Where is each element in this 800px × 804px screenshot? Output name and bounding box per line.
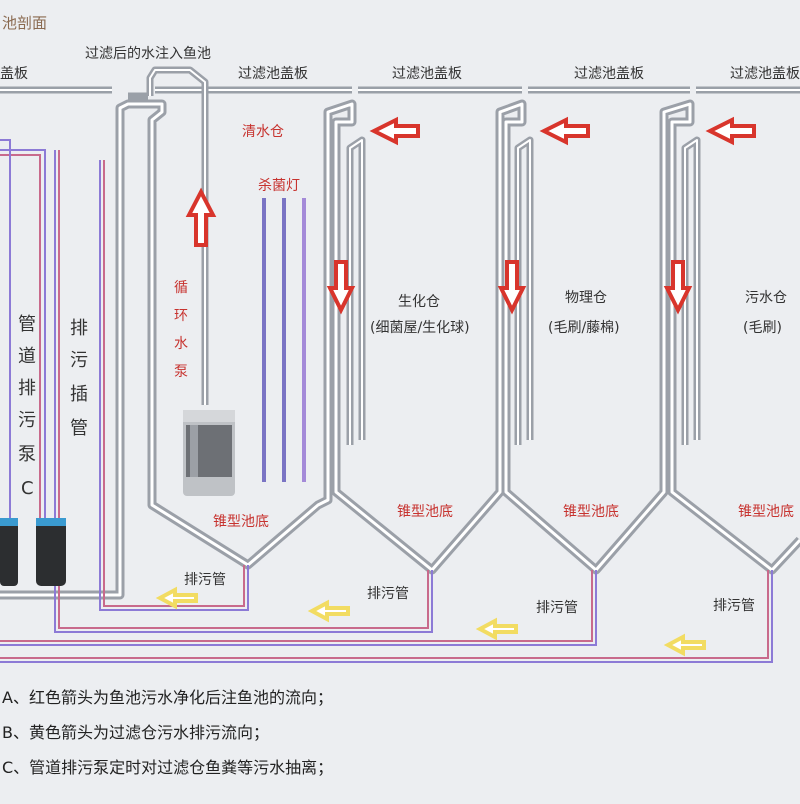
legend-item-a: A、红色箭头为鱼池污水净化后注鱼池的流向； — [2, 688, 333, 707]
legend-item-c: C、管道排污泵定时对过滤仓鱼粪等污水抽离； — [2, 758, 333, 777]
drain-pipe-char: 排 — [70, 318, 88, 339]
red-arrow-down-1 — [326, 260, 356, 315]
pump-char: 循 — [174, 280, 188, 296]
inflow-note: 过滤后的水注入鱼池 — [85, 45, 211, 62]
drain-label-1: 排污管 — [184, 572, 226, 588]
pump-char: 水 — [174, 336, 188, 352]
yellow-arrows — [155, 586, 706, 657]
legend-item-b: B、黄色箭头为过滤仓污水排污流向； — [2, 723, 269, 742]
drain-pipe-char: 污 — [70, 350, 88, 371]
pump-char: 环 — [174, 308, 188, 324]
pipe-pump-char: 泵 — [18, 444, 36, 465]
diagram-title: 池剖面 — [2, 14, 47, 32]
yellow-arrow-2 — [307, 599, 350, 623]
drain-pipe-label: 排 污 插 管 — [70, 318, 88, 439]
cone-label-2: 锥型池底 — [397, 504, 453, 520]
cover-left-label: 盖板 — [0, 66, 28, 82]
drain-label-3: 排污管 — [536, 600, 578, 616]
clear-tank-label: 清水仓 — [242, 124, 284, 140]
pipe-pump-c-left — [0, 518, 18, 586]
pump-char: 泵 — [174, 364, 188, 380]
drain-pipe-char: 插 — [70, 384, 88, 405]
pipe-pump-char: 管 — [18, 314, 36, 335]
cover-label-1: 过滤池盖板 — [238, 66, 308, 82]
uv-lamps — [262, 198, 306, 482]
yellow-arrow-3 — [475, 617, 518, 641]
red-arrow-up — [185, 187, 217, 247]
drain-label-4: 排污管 — [713, 598, 755, 614]
pipe-pump-char: 污 — [18, 410, 36, 431]
waste-media-label: (毛刷) — [743, 320, 782, 336]
bio-media-label: (细菌屋/生化球) — [370, 320, 470, 336]
waste-tank-label: 污水仓 — [745, 290, 787, 306]
circulation-pump — [183, 410, 235, 496]
cone-label-1: 锥型池底 — [213, 514, 269, 530]
pipe-pump-char: 道 — [18, 346, 36, 367]
red-arrow-down-2 — [497, 260, 527, 315]
cone-label-4: 锥型池底 — [738, 504, 794, 520]
cover-label-2: 过滤池盖板 — [392, 66, 462, 82]
phys-media-label: (毛刷/藤棉) — [548, 319, 620, 336]
cover-label-4: 过滤池盖板 — [730, 66, 800, 82]
pipe-pump-c-right — [36, 518, 66, 586]
red-arrow-down-3 — [663, 260, 693, 315]
red-arrow-left-3 — [705, 116, 756, 146]
red-arrows — [185, 116, 756, 315]
cover-label-3: 过滤池盖板 — [574, 66, 644, 82]
tank-walls — [0, 66, 800, 600]
pump-label: 循 环 水 泵 — [174, 280, 188, 380]
pipe-pump-char: C — [21, 478, 34, 499]
red-arrow-left-2 — [539, 116, 590, 146]
drain-pipe-char: 管 — [70, 418, 88, 439]
bio-tank-label: 生化仓 — [398, 294, 440, 310]
drain-label-2: 排污管 — [367, 586, 409, 602]
yellow-arrow-4 — [663, 633, 706, 657]
phys-tank-label: 物理仓 — [565, 290, 607, 306]
pipe-pump-char: 排 — [18, 378, 36, 399]
uv-lamp-label: 杀菌灯 — [258, 178, 300, 194]
yellow-arrow-1 — [155, 586, 198, 610]
cone-label-3: 锥型池底 — [563, 504, 619, 520]
red-arrow-left-1 — [369, 116, 420, 146]
legend: A、红色箭头为鱼池污水净化后注鱼池的流向； B、黄色箭头为过滤仓污水排污流向； … — [2, 688, 333, 777]
pipe-pump-label: 管 道 排 污 泵 C — [18, 314, 36, 499]
drain-pipes — [0, 139, 773, 663]
